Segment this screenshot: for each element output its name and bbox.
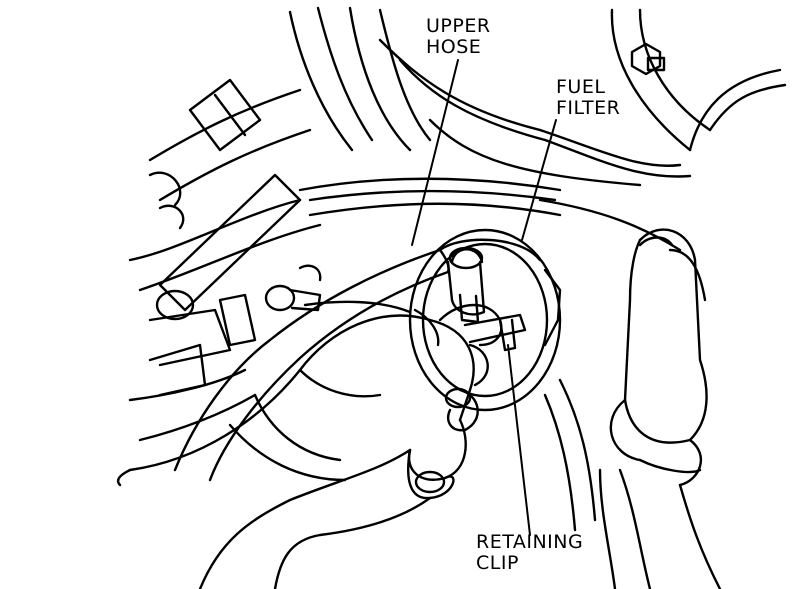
fuel-filter-leader — [521, 119, 557, 241]
upper-hose-label-line-2: HOSE — [426, 36, 482, 58]
bolt — [630, 42, 666, 76]
retaining-clip-label-line-1: RETAINING — [476, 531, 584, 553]
background-harness — [128, 6, 432, 442]
retaining-clip-leader — [507, 344, 531, 536]
fuel-filter-label-line-2: FILTER — [556, 97, 621, 119]
lower-bracket — [228, 378, 597, 532]
hand — [116, 303, 503, 589]
fuel-filter-label: FUEL FILTER — [556, 77, 620, 119]
upper-hose-label-line-1: UPPER — [426, 15, 491, 37]
retaining-clip-label: RETAINING CLIP — [476, 532, 583, 574]
upper-pipes — [298, 38, 692, 252]
leader-lines — [411, 59, 557, 536]
left-fitting — [264, 264, 412, 314]
fuel-filter-label-line-1: FUEL — [556, 76, 606, 98]
upper-hose-label: UPPER HOSE — [426, 16, 491, 58]
upper-hose-leader — [411, 59, 459, 246]
right-hose — [598, 8, 787, 589]
retaining-clip-label-line-2: CLIP — [476, 552, 519, 574]
upper-hose — [173, 248, 450, 482]
fuel-filter-body — [408, 228, 562, 412]
